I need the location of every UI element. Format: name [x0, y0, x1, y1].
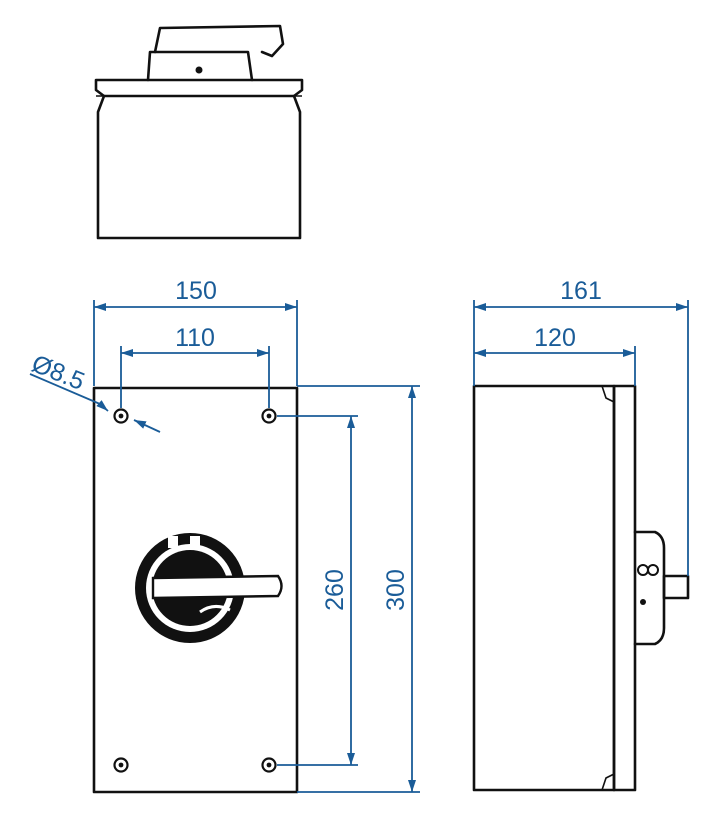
rotary-switch-handle — [135, 533, 283, 643]
dim-width-overall: 150 — [175, 277, 217, 305]
side-lid — [612, 384, 637, 792]
front-view — [92, 386, 299, 794]
top-view-handle-pin — [195, 66, 203, 74]
side-body — [472, 384, 616, 792]
dim-hole-spacing-vertical: 260 — [321, 569, 349, 611]
side-lid-lip-bottom — [601, 773, 615, 791]
dim-hole-spacing-horizontal: 110 — [175, 324, 215, 352]
top-view-lid — [94, 78, 304, 98]
mounting-hole-bottom-left — [113, 757, 129, 773]
dim-height-overall: 300 — [382, 569, 410, 611]
side-view — [472, 384, 690, 792]
side-lid-lip-top — [601, 385, 615, 403]
dim-depth-overall: 161 — [560, 277, 602, 305]
dimension-labels: 150 110 Ø8.5 260 300 161 120 — [28, 277, 602, 611]
mounting-hole-top-right — [261, 408, 277, 424]
mounting-hole-top-left — [113, 408, 129, 424]
dim-depth-body: 120 — [534, 324, 576, 352]
top-view-handle-base — [146, 50, 254, 82]
top-view — [94, 24, 304, 240]
mounting-hole-bottom-right — [261, 757, 277, 773]
dimension-lines — [29, 300, 689, 793]
top-view-handle-lever — [153, 24, 285, 58]
side-handle — [633, 530, 690, 646]
dim-hole-diameter: Ø8.5 — [28, 350, 89, 396]
top-view-enclosure — [96, 94, 302, 240]
front-enclosure — [92, 386, 299, 794]
